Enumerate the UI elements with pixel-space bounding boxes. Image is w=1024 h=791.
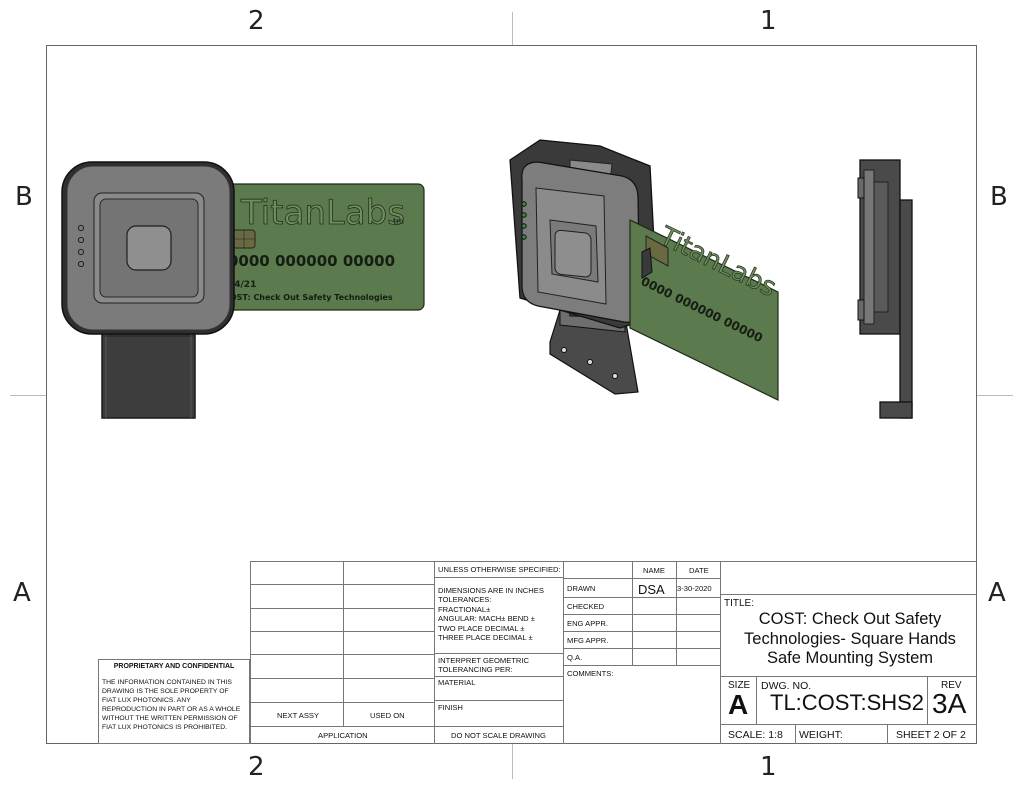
proprietary-title: PROPRIETARY AND CONFIDENTIAL xyxy=(113,663,235,670)
title-label: TITLE: xyxy=(724,598,755,609)
tb-appr-row-6 xyxy=(563,665,720,666)
zone-label-left-a: A xyxy=(13,578,31,608)
tb-left-line xyxy=(250,561,251,744)
name-header: NAME xyxy=(643,566,665,575)
front-view: TitanLabs tm 0000 000000 00000 04/21 COS… xyxy=(61,161,425,419)
tb-title-row-2 xyxy=(720,676,977,677)
sheet-label: SHEET 2 OF 2 xyxy=(896,729,966,741)
tb-app-row-5 xyxy=(250,678,434,679)
zone-label-bottom-1: 1 xyxy=(760,752,777,782)
tb-app-row-4 xyxy=(250,654,434,655)
zone-tick-right xyxy=(977,395,1013,396)
card-trademark: tm xyxy=(393,217,404,226)
dwg-no-value: TL:COST:SHS2 xyxy=(770,690,925,715)
zone-label-top-1: 1 xyxy=(760,6,777,36)
rev-value: 3A xyxy=(932,688,967,719)
zone-tick-bottom xyxy=(512,744,513,779)
tb-tol-row-4 xyxy=(434,700,563,701)
three-place-label: THREE PLACE DECIMAL ± xyxy=(438,633,533,642)
tb-tol-row-3 xyxy=(434,676,563,677)
finish-label: FINISH xyxy=(438,703,463,712)
isometric-view: TitanLabs 0000 000000 00000 xyxy=(509,139,781,401)
tb-rev-divider xyxy=(927,676,928,724)
proprietary-box xyxy=(98,659,250,744)
used-on-label: USED ON xyxy=(370,711,405,720)
tolerances-label: TOLERANCES: xyxy=(438,595,492,604)
tb-col-3 xyxy=(563,561,564,744)
checked-label: CHECKED xyxy=(567,602,605,611)
fractional-label: FRACTIONAL± xyxy=(438,605,491,614)
do-not-scale-label: DO NOT SCALE DRAWING xyxy=(451,731,546,740)
dimensions-label: DIMENSIONS ARE IN INCHES xyxy=(438,586,544,595)
comments-label: COMMENTS: xyxy=(567,669,614,678)
drawn-label: DRAWN xyxy=(567,584,596,593)
tb-app-row-1 xyxy=(250,584,434,585)
tb-col-date xyxy=(676,561,677,666)
eng-appr-label: ENG APPR. xyxy=(567,619,608,628)
dwg-no-label: DWG. NO. xyxy=(761,680,812,692)
zone-tick-left xyxy=(10,395,46,396)
drawing-border xyxy=(46,45,977,744)
drawing-title: COST: Check Out Safety Technologies- Squ… xyxy=(744,610,956,667)
size-value: A xyxy=(728,689,749,720)
tb-sheet-divider xyxy=(887,724,888,744)
card-number-text: 0000 000000 00000 xyxy=(228,252,395,270)
zone-label-bottom-2: 2 xyxy=(248,752,265,782)
tb-title-row-1 xyxy=(720,594,977,595)
proprietary-body: THE INFORMATION CONTAINED IN THIS DRAWIN… xyxy=(102,679,241,731)
tb-tol-row-1 xyxy=(434,577,563,578)
side-view xyxy=(857,159,913,419)
tb-col-name xyxy=(632,561,633,666)
tb-app-row-3 xyxy=(250,631,434,632)
tb-app-row-6 xyxy=(250,702,434,703)
card-logo-text: TitanLabs xyxy=(240,193,405,233)
tb-size-divider xyxy=(756,676,757,724)
tb-weight-divider xyxy=(795,724,796,744)
zone-label-right-a: A xyxy=(988,578,1006,608)
mfg-appr-label: MFG APPR. xyxy=(567,636,609,645)
size-label: SIZE xyxy=(728,680,751,691)
tb-tol-row-2 xyxy=(434,653,563,654)
drawn-date: 3-30-2020 xyxy=(677,584,712,593)
tb-appr-row-5 xyxy=(563,648,720,649)
tb-appr-row-2 xyxy=(563,597,720,598)
drawn-name: DSA xyxy=(638,582,665,597)
zone-label-top-2: 2 xyxy=(248,6,265,36)
two-place-label: TWO PLACE DECIMAL ± xyxy=(438,624,525,633)
tb-col-2 xyxy=(434,561,435,744)
tb-appr-row-1 xyxy=(563,578,720,579)
tb-appr-row-4 xyxy=(563,631,720,632)
rev-label: REV xyxy=(941,680,962,691)
tb-col-title xyxy=(720,561,721,744)
next-assy-label: NEXT ASSY xyxy=(277,711,320,720)
tb-title-row-3 xyxy=(720,724,977,725)
tb-app-row-2 xyxy=(250,608,434,609)
tb-tol-row-5 xyxy=(434,726,563,727)
zone-tick-top xyxy=(512,12,513,45)
date-header: DATE xyxy=(689,566,709,575)
card-name-text: COST: Check Out Safety Technologies xyxy=(224,293,393,302)
tb-app-row-7 xyxy=(250,726,434,727)
tb-app-mid-line xyxy=(343,561,344,726)
weight-label: WEIGHT: xyxy=(799,729,843,741)
material-label: MATERIAL xyxy=(438,678,476,687)
tb-appr-row-3 xyxy=(563,614,720,615)
tb-top-line xyxy=(250,561,977,562)
tolerancing-label: TOLERANCING PER: xyxy=(438,665,513,674)
card-expiry-text: 04/21 xyxy=(228,280,256,290)
angular-label: ANGULAR: MACH± BEND ± xyxy=(438,614,535,623)
zone-label-left-b: B xyxy=(15,182,33,212)
zone-label-right-b: B xyxy=(990,182,1008,212)
application-label: APPLICATION xyxy=(318,731,368,740)
interpret-label: INTERPRET GEOMETRIC xyxy=(438,656,529,665)
unless-specified-label: UNLESS OTHERWISE SPECIFIED: xyxy=(438,565,561,574)
scale-label: SCALE: 1:8 xyxy=(728,729,783,741)
qa-label: Q.A. xyxy=(567,653,583,662)
